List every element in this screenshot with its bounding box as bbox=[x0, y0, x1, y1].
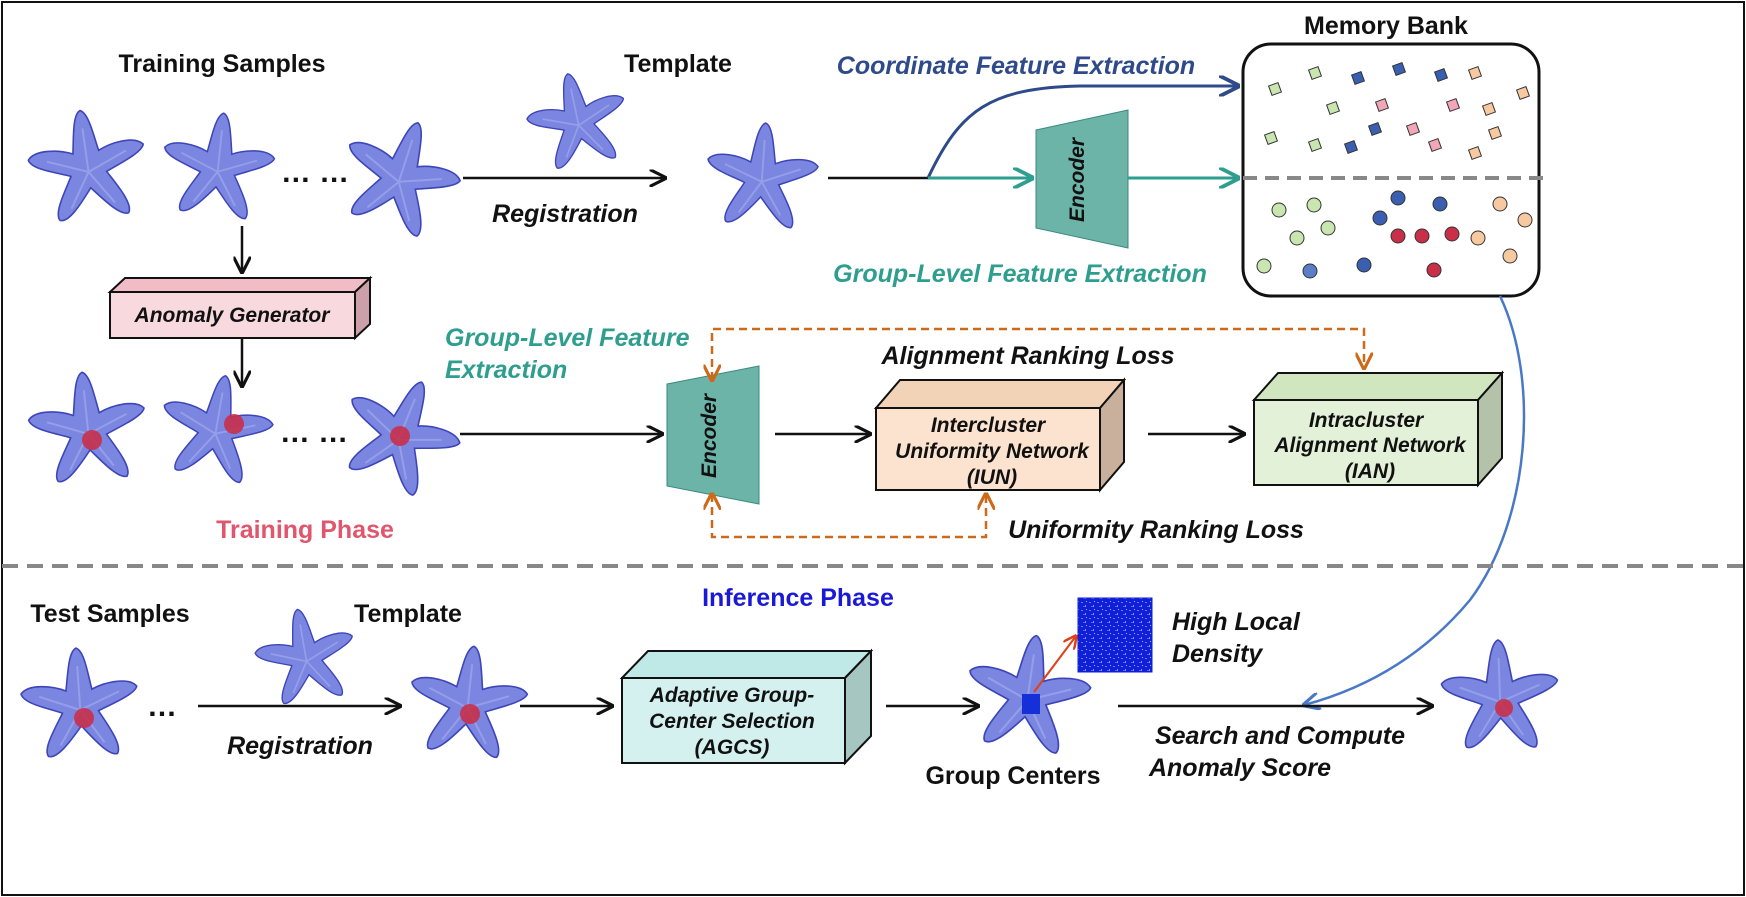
zoom-arrow bbox=[1033, 636, 1076, 693]
iun-label-1: Intercluster bbox=[931, 414, 1047, 437]
alignment-loss-loop bbox=[712, 327, 1364, 380]
starfish-anomaly-2 bbox=[152, 365, 281, 488]
training-samples-label: Training Samples bbox=[118, 50, 325, 78]
starfish-template-top bbox=[518, 62, 636, 175]
template-bottom-label: Template bbox=[354, 600, 462, 628]
iun-label-3: (IUN) bbox=[967, 466, 1017, 489]
agcs-label-1: Adaptive Group- bbox=[649, 684, 815, 707]
starfish-training-3 bbox=[328, 103, 475, 245]
agcs-box: Adaptive Group- Center Selection (AGCS) bbox=[619, 648, 874, 766]
ellipsis-mid: … … bbox=[280, 416, 348, 449]
anomaly-generator-box: Anomaly Generator bbox=[107, 275, 373, 341]
search-label-1: Search and Compute bbox=[1155, 722, 1405, 750]
anomaly-generator-label: Anomaly Generator bbox=[134, 304, 332, 327]
ian-label-3: (IAN) bbox=[1345, 460, 1395, 483]
uniformity-loss-label: Uniformity Ranking Loss bbox=[1008, 516, 1304, 544]
ian-label-1: Intracluster bbox=[1309, 409, 1425, 432]
encoder-top-label: Encoder bbox=[1066, 136, 1089, 222]
group-feature-mid-label-2: Extraction bbox=[445, 356, 567, 384]
agcs-label-2: Center Selection bbox=[649, 710, 815, 733]
starfish-result bbox=[1439, 637, 1561, 752]
memory-bank-label: Memory Bank bbox=[1304, 12, 1468, 40]
starfish-registered-top bbox=[702, 118, 822, 231]
ellipsis-bottom: … bbox=[147, 690, 177, 723]
registration-top-label: Registration bbox=[492, 200, 638, 228]
starfish-training-1 bbox=[21, 101, 154, 227]
test-samples-label: Test Samples bbox=[30, 600, 189, 628]
training-phase-label: Training Phase bbox=[216, 516, 394, 544]
starfish-group-centers bbox=[959, 626, 1098, 758]
group-centers-label: Group Centers bbox=[925, 762, 1100, 790]
iun-label-2: Uniformity Network bbox=[895, 440, 1090, 463]
high-local-label-2: Density bbox=[1172, 640, 1263, 668]
alignment-loss-label: Alignment Ranking Loss bbox=[880, 342, 1174, 370]
starfish-registered-bottom bbox=[404, 639, 533, 761]
starfish-anomaly-1 bbox=[23, 365, 152, 487]
group-feature-mid-label-1: Group-Level Feature bbox=[445, 324, 690, 352]
starfish-test-1 bbox=[17, 643, 143, 762]
encoder-mid-label: Encoder bbox=[698, 392, 721, 478]
coord-feature-label: Coordinate Feature Extraction bbox=[837, 52, 1195, 80]
group-feature-top-label: Group-Level Feature Extraction bbox=[833, 260, 1207, 288]
encoder-mid: Encoder bbox=[666, 365, 760, 505]
memory-to-search-arrow bbox=[1304, 295, 1526, 705]
encoder-top: Encoder bbox=[1035, 109, 1129, 249]
template-top-label: Template bbox=[624, 50, 732, 78]
agcs-label-3: (AGCS) bbox=[695, 736, 770, 759]
search-label-2: Anomaly Score bbox=[1148, 754, 1331, 782]
ellipsis-top: … … bbox=[281, 156, 349, 189]
ian-box: Intracluster Alignment Network (IAN) bbox=[1251, 370, 1505, 488]
density-patch bbox=[1077, 597, 1153, 673]
starfish-training-2 bbox=[157, 106, 280, 223]
starfish-template-bottom bbox=[248, 600, 363, 710]
uniformity-loss-loop bbox=[712, 494, 986, 539]
starfish-anomaly-3 bbox=[326, 359, 477, 506]
high-local-label-1: High Local bbox=[1172, 608, 1301, 636]
inference-phase-label: Inference Phase bbox=[702, 584, 894, 612]
ian-label-2: Alignment Network bbox=[1273, 434, 1467, 457]
memory-bank bbox=[1241, 42, 1546, 298]
registration-bottom-label: Registration bbox=[227, 732, 373, 760]
coord-arrow bbox=[926, 86, 1238, 179]
iun-box: Intercluster Uniformity Network (IUN) bbox=[873, 377, 1127, 493]
